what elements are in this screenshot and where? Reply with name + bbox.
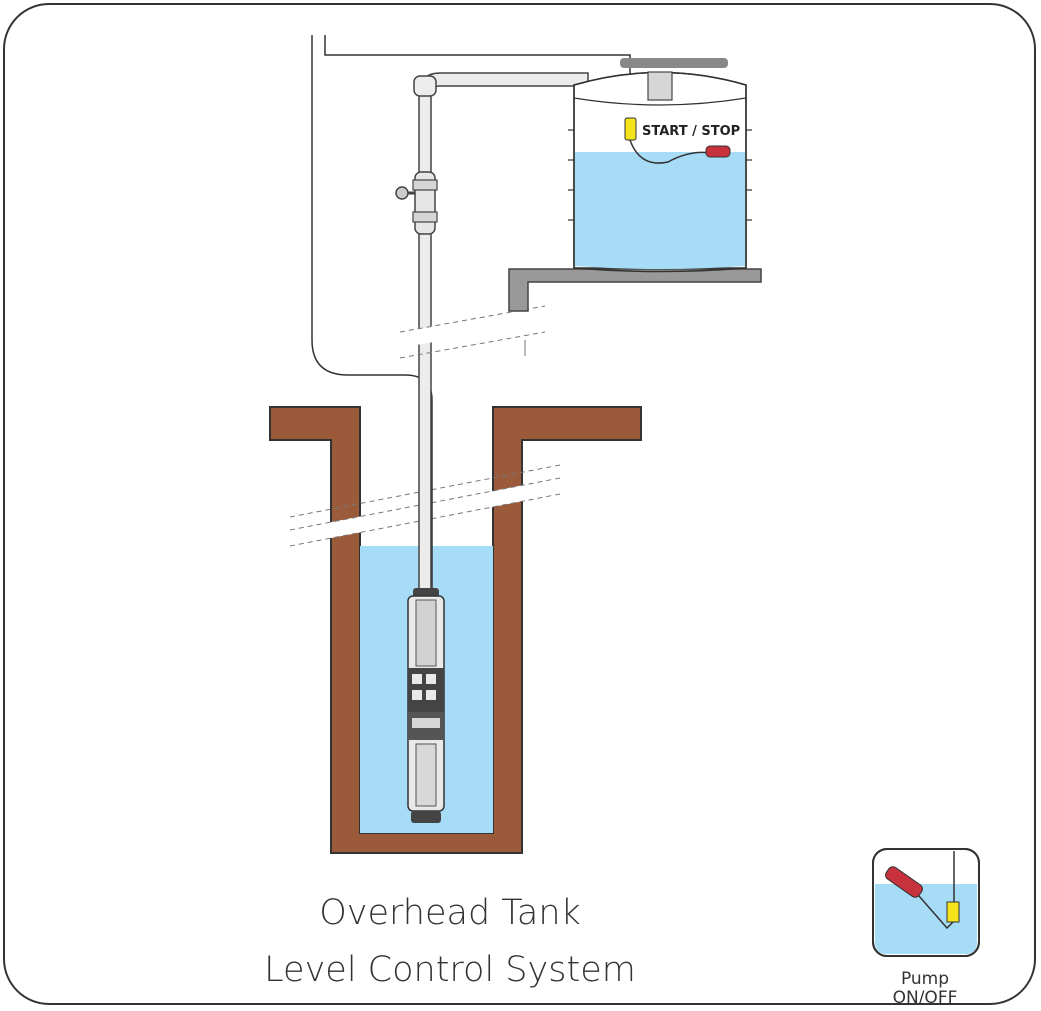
tank-float-counterweight [624, 117, 637, 141]
well [269, 406, 642, 854]
overhead-tank: START / STOP [568, 58, 752, 273]
gate-valve-icon [395, 171, 438, 235]
float-switch-icon [872, 848, 980, 957]
diagram-title-line-2: Level Control System [264, 950, 636, 990]
icon-caption-line-2: ON/OFF [892, 988, 958, 1008]
icon-caption-line-1: Pump [900, 969, 950, 989]
tank-water [575, 152, 745, 269]
tank-shelf [508, 268, 762, 312]
tank-label: START / STOP [642, 124, 740, 139]
tank-float-switch [705, 145, 731, 158]
diagram-title-line-1: Overhead Tank [319, 893, 581, 933]
submersible-pump-icon [407, 588, 445, 823]
